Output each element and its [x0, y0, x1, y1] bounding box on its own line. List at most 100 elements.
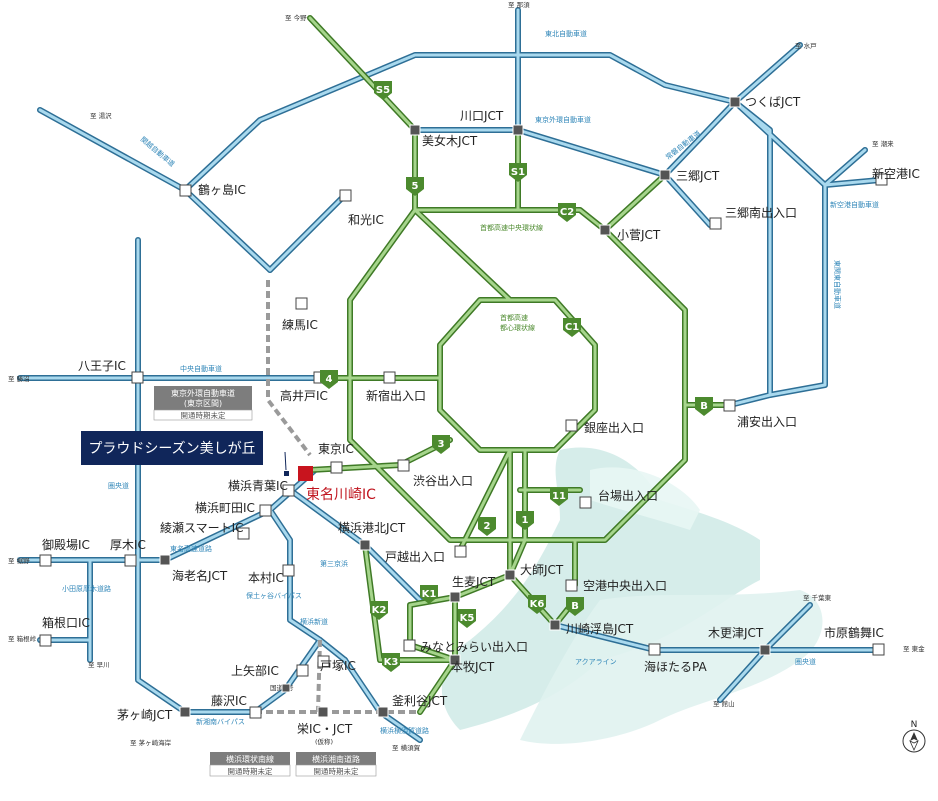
jct-marker [281, 683, 291, 693]
svg-text:(東京区間): (東京区間) [184, 398, 222, 408]
ic-marker [872, 643, 885, 656]
svg-text:開通時期未定: 開通時期未定 [228, 766, 273, 776]
ic-marker [131, 371, 144, 384]
svg-text:圏央道: 圏央道 [795, 657, 816, 666]
route-shield: C1 [563, 318, 581, 337]
ic-marker [339, 189, 352, 202]
route-shield: K1 [420, 585, 438, 604]
property-label: プラウドシーズン美しが丘 [81, 431, 263, 465]
jct-marker [729, 96, 741, 108]
label-minatomirai: みなとみらい出入口 [420, 640, 528, 654]
ic-marker [317, 655, 330, 668]
label-tokyo-ic: 東京IC [318, 442, 354, 456]
svg-text:1: 1 [522, 515, 529, 526]
ic-marker [579, 496, 592, 509]
badge-yokohama-shonan: 横浜湘南道路 開通時期未定 [295, 752, 377, 777]
jct-marker [549, 619, 561, 631]
svg-text:至 早川: 至 早川 [88, 661, 110, 669]
svg-text:K1: K1 [422, 589, 437, 600]
svg-text:開通時期未定: 開通時期未定 [181, 410, 226, 420]
label-shinkuko-ic: 新空港IC [872, 166, 920, 181]
jct-marker [377, 706, 389, 718]
route-shield: C2 [558, 203, 576, 222]
label-ebina-jct: 海老名JCT [172, 568, 228, 583]
ic-marker [259, 504, 272, 517]
svg-text:東京外環自動車道: 東京外環自動車道 [171, 388, 235, 398]
svg-text:プラウドシーズン美しが丘: プラウドシーズン美しが丘 [88, 441, 255, 457]
svg-text:至 湯沢: 至 湯沢 [90, 111, 112, 120]
tomei-kawasaki-ic-marker [298, 466, 313, 481]
route-shield: S5 [374, 81, 392, 100]
ic-marker [397, 459, 410, 472]
route-shield: 4 [320, 370, 338, 389]
svg-text:K3: K3 [384, 657, 399, 668]
svg-text:至 潮来: 至 潮来 [872, 139, 894, 148]
label-misato-minami: 三郷南出入口 [725, 205, 797, 220]
ic-marker [648, 643, 661, 656]
ic-marker [282, 484, 295, 497]
ic-marker [179, 184, 192, 197]
svg-text:新空港自動車道: 新空港自動車道 [830, 200, 879, 209]
svg-text:新湘南バイパス: 新湘南バイパス [196, 717, 245, 726]
ic-marker [39, 554, 52, 567]
route-shield: S1 [509, 163, 527, 182]
svg-text:小田原厚木道路: 小田原厚木道路 [62, 584, 111, 593]
planned-routes [255, 280, 420, 714]
svg-text:4: 4 [326, 374, 333, 385]
jct-marker [512, 124, 524, 136]
label-urayasu: 浦安出入口 [737, 414, 797, 429]
label-kimura-ic: 本村IC [248, 571, 284, 585]
svg-text:C2: C2 [560, 207, 574, 218]
ic-marker [454, 545, 467, 558]
svg-text:3: 3 [438, 439, 445, 450]
svg-text:至 那須: 至 那須 [508, 0, 530, 9]
svg-text:N: N [911, 720, 918, 730]
label-totsuka-ic: 戸塚IC [320, 659, 356, 673]
label-tomei-kawasaki-ic: 東名川崎IC [306, 487, 376, 503]
svg-text:横浜横須賀道路: 横浜横須賀道路 [380, 726, 429, 735]
route-shield: B [566, 597, 584, 616]
label-atsugi-ic: 厚木IC [110, 538, 146, 552]
route-shield: K2 [370, 601, 388, 620]
label-hakone-ic: 箱根口IC [42, 615, 90, 630]
svg-text:S5: S5 [376, 85, 390, 96]
label-kosuge-jct: 小菅JCT [617, 228, 661, 242]
label-ayase: 綾瀬スマートIC [160, 520, 244, 535]
label-yokohama-machida: 横浜町田IC [195, 501, 255, 515]
label-kisarazu-jct: 木更津JCT [708, 626, 764, 640]
label-misato-jct: 三郷JCT [676, 169, 720, 183]
ic-marker [39, 634, 52, 647]
ic-markers [39, 173, 888, 719]
route-shields: S5 5 S1 C2 C1 4 3 B 11 2 1 K1 K2 K5 K6 B… [320, 81, 713, 672]
svg-text:東名高速道路: 東名高速道路 [170, 544, 212, 553]
jct-marker [359, 539, 371, 551]
svg-text:圏央道: 圏央道 [108, 481, 129, 490]
svg-text:首都高速: 首都高速 [500, 313, 528, 322]
label-tsurugashima-ic: 鶴ヶ島IC [198, 182, 246, 197]
route-shield: K5 [458, 609, 476, 628]
ic-marker [875, 173, 888, 186]
svg-text:東関東自動車道: 東関東自動車道 [833, 260, 842, 309]
label-honmoku-jct: 本牧JCT [451, 660, 495, 674]
ic-marker [249, 706, 262, 719]
svg-text:B: B [700, 401, 708, 412]
ic-marker [383, 371, 396, 384]
svg-text:首都高速中央環状線: 首都高速中央環状線 [480, 223, 543, 232]
label-wako-ic: 和光IC [348, 213, 384, 227]
label-kamiyabe-ic: 上矢部IC [231, 663, 279, 678]
label-shinjuku: 新宿出入口 [366, 388, 426, 403]
ic-marker [282, 564, 295, 577]
svg-text:横浜環状南線: 横浜環状南線 [226, 754, 274, 764]
svg-text:第三京浜: 第三京浜 [320, 559, 348, 568]
svg-text:至 茅ヶ崎海岸: 至 茅ヶ崎海岸 [130, 738, 172, 747]
svg-text:C1: C1 [565, 322, 579, 333]
label-togoshi: 戸越出入口 [385, 550, 445, 564]
ic-marker [296, 664, 309, 677]
svg-text:K5: K5 [460, 613, 475, 624]
jct-marker [159, 554, 171, 566]
jct-marker [599, 224, 611, 236]
svg-text:至 勝沼: 至 勝沼 [8, 374, 30, 383]
label-chigasaki-jct: 茅ヶ崎JCT [117, 708, 173, 722]
route-shield: 5 [406, 177, 424, 196]
